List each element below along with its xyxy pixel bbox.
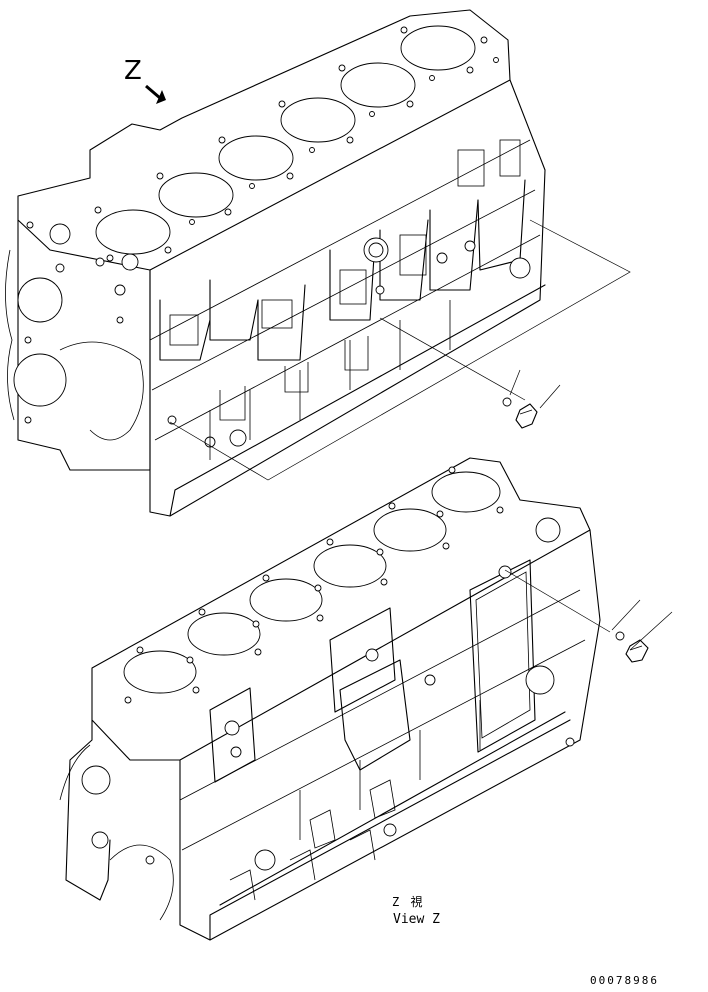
view-marker-label: Z (124, 56, 142, 86)
deck-holes-lower (124, 466, 504, 704)
deck-holes (94, 26, 499, 262)
upper-cylinder-block (5, 9, 631, 517)
plug-part-lower (615, 631, 649, 663)
plug-part-upper (502, 397, 538, 429)
lower-cylinder-block (59, 457, 673, 941)
main-bearing-caps (159, 139, 531, 448)
view-label-english: View Z (393, 912, 440, 927)
view-label-japanese: Z 視 (392, 895, 425, 909)
view-arrow-icon (145, 84, 166, 104)
drawing-number: 00078986 (590, 974, 659, 987)
